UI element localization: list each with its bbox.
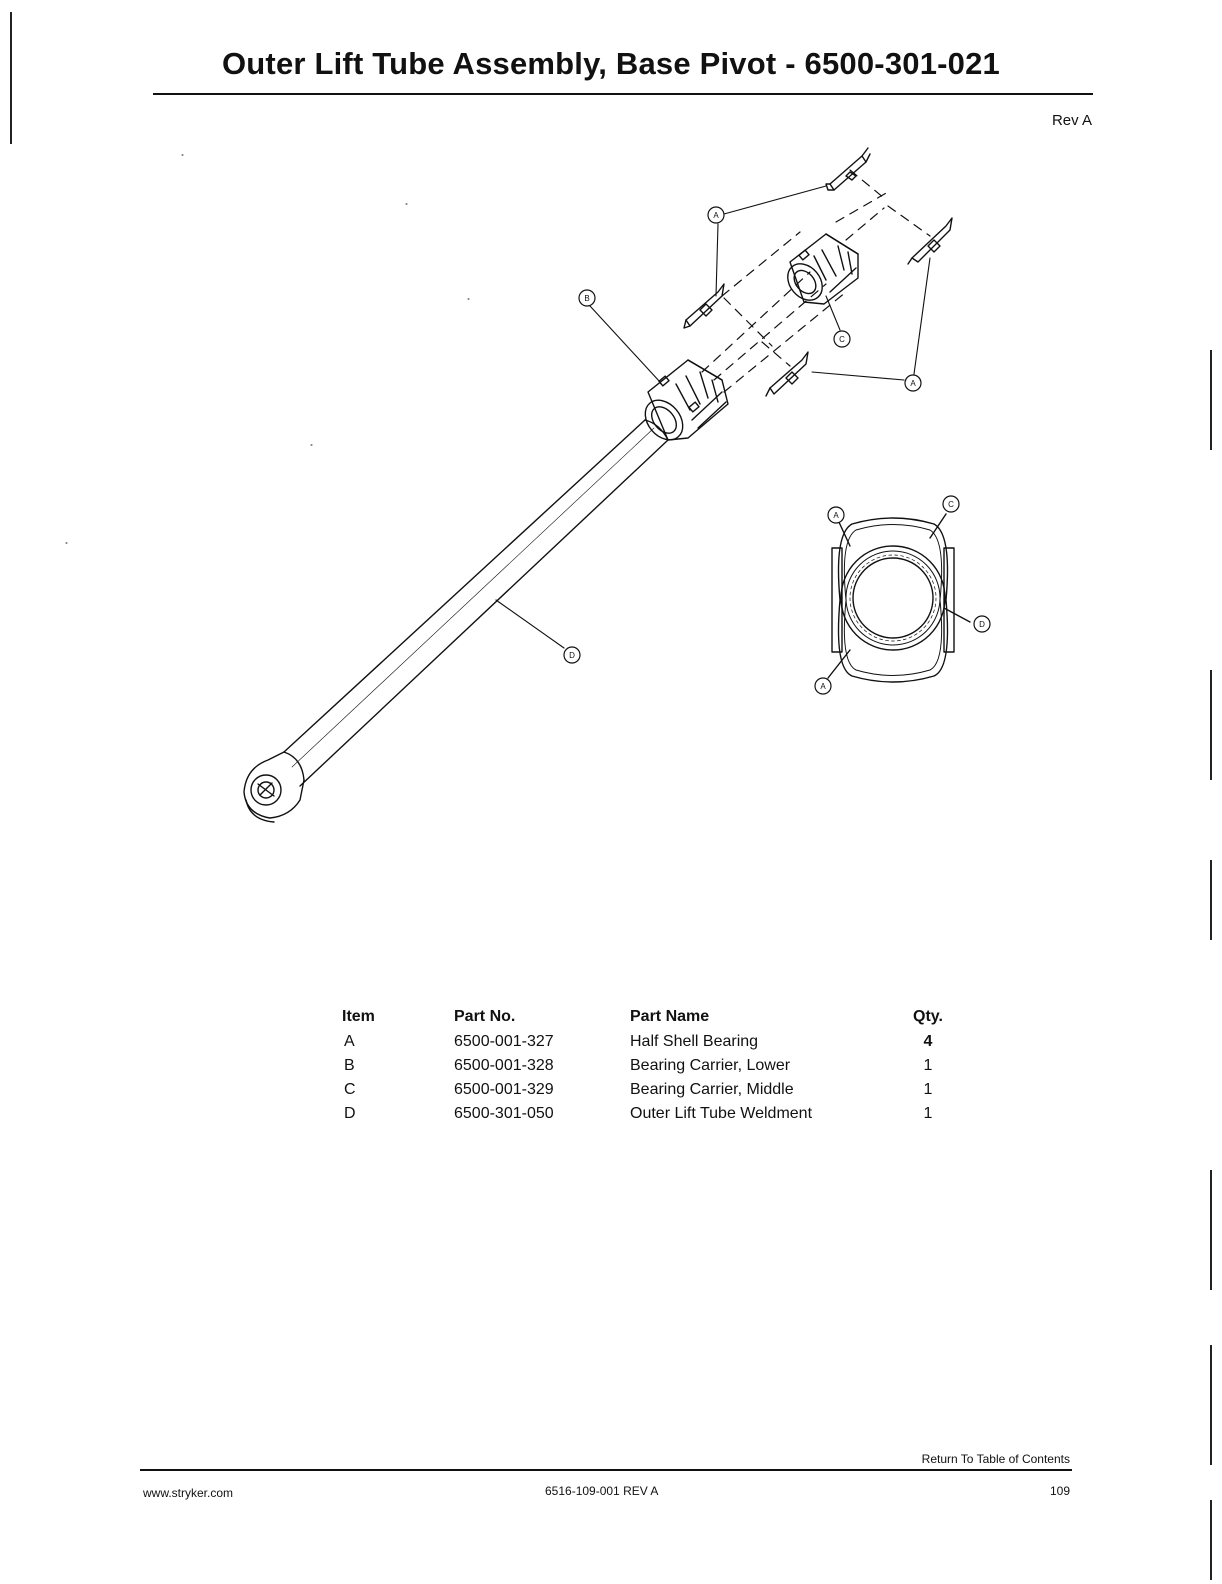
part-number: 6500-301-050 <box>454 1105 554 1122</box>
exploded-view-diagram: A B C A D A C D <box>65 147 991 823</box>
svg-text:A: A <box>910 379 916 388</box>
item-letter: A <box>344 1033 355 1050</box>
table-row: D 6500-301-050 Outer Lift Tube Weldment … <box>330 1103 958 1127</box>
scan-specks <box>65 154 470 544</box>
scan-edge-line-right <box>1210 860 1212 940</box>
page-number: 109 <box>1049 1484 1070 1498</box>
column-header-item: Item <box>342 1008 375 1025</box>
item-letter: D <box>344 1105 356 1122</box>
callout-a: A <box>707 206 725 224</box>
column-header-part-no: Part No. <box>454 1008 516 1025</box>
part-name: Outer Lift Tube Weldment <box>630 1105 813 1122</box>
parts-table: Item Part No. Part Name Qty. A 6500-001-… <box>330 1008 958 1127</box>
part-number: 6500-001-328 <box>454 1057 554 1074</box>
svg-text:D: D <box>979 620 985 629</box>
quantity: 1 <box>923 1057 933 1074</box>
half-shell-bearing-top <box>825 147 871 191</box>
callout-c: C <box>833 330 851 348</box>
quantity: 4 <box>923 1033 933 1050</box>
svg-text:C: C <box>948 500 954 509</box>
callout-a: A <box>827 506 845 524</box>
svg-text:A: A <box>820 682 826 691</box>
column-header-qty: Qty. <box>913 1008 943 1025</box>
half-shell-bearing-right <box>907 217 953 265</box>
section-view <box>827 513 971 683</box>
callout-b: B <box>578 289 596 307</box>
svg-text:C: C <box>839 335 845 344</box>
svg-text:D: D <box>569 651 575 660</box>
table-row: C 6500-001-329 Bearing Carrier, Middle 1 <box>330 1079 958 1103</box>
website-url: www.stryker.com <box>143 1486 234 1500</box>
scan-edge-line-right <box>1210 1500 1212 1580</box>
part-number: 6500-001-327 <box>454 1033 554 1050</box>
scan-edge-line-right <box>1210 1170 1212 1290</box>
svg-text:B: B <box>584 294 589 303</box>
svg-text:A: A <box>833 511 839 520</box>
column-header-part-name: Part Name <box>630 1008 710 1025</box>
svg-text:A: A <box>713 211 719 220</box>
scan-edge-line-right <box>1210 350 1212 450</box>
bearing-carrier-middle <box>787 233 859 305</box>
explosion-lines <box>701 169 931 393</box>
callout-d: D <box>973 615 991 633</box>
title-underline <box>153 93 1093 95</box>
scan-edge-line-left <box>10 12 12 144</box>
part-name: Half Shell Bearing <box>630 1033 759 1050</box>
quantity: 1 <box>923 1105 933 1122</box>
table-row: B 6500-001-328 Bearing Carrier, Lower 1 <box>330 1055 958 1079</box>
leader-lines <box>495 185 931 649</box>
quantity: 1 <box>923 1081 933 1098</box>
half-shell-bearing-bottom <box>765 351 809 397</box>
table-row: A 6500-001-327 Half Shell Bearing 4 <box>330 1031 958 1055</box>
scan-edge-line-right <box>1210 1345 1212 1465</box>
parts-table-header: Item Part No. Part Name Qty. <box>330 1008 958 1031</box>
page-title: Outer Lift Tube Assembly, Base Pivot - 6… <box>221 46 1000 81</box>
item-letter: B <box>344 1057 355 1074</box>
return-to-toc-link[interactable]: Return To Table of Contents <box>921 1452 1070 1466</box>
document-number: 6516-109-001 REV A <box>545 1484 659 1498</box>
item-letter: C <box>344 1081 356 1098</box>
callout-a: A <box>814 677 832 695</box>
outer-lift-tube-weldment <box>243 419 669 823</box>
bearing-carrier-lower <box>644 359 729 441</box>
callout-c: C <box>942 495 960 513</box>
revision-label: Rev A <box>1051 112 1092 129</box>
scan-edge-line-right <box>1210 670 1212 780</box>
footer-rule <box>140 1469 1072 1471</box>
callout-d: D <box>563 646 581 664</box>
part-number: 6500-001-329 <box>454 1081 554 1098</box>
callout-a: A <box>904 374 922 392</box>
part-name: Bearing Carrier, Middle <box>630 1081 794 1098</box>
part-name: Bearing Carrier, Lower <box>630 1057 791 1074</box>
half-shell-bearing-left <box>683 283 725 329</box>
